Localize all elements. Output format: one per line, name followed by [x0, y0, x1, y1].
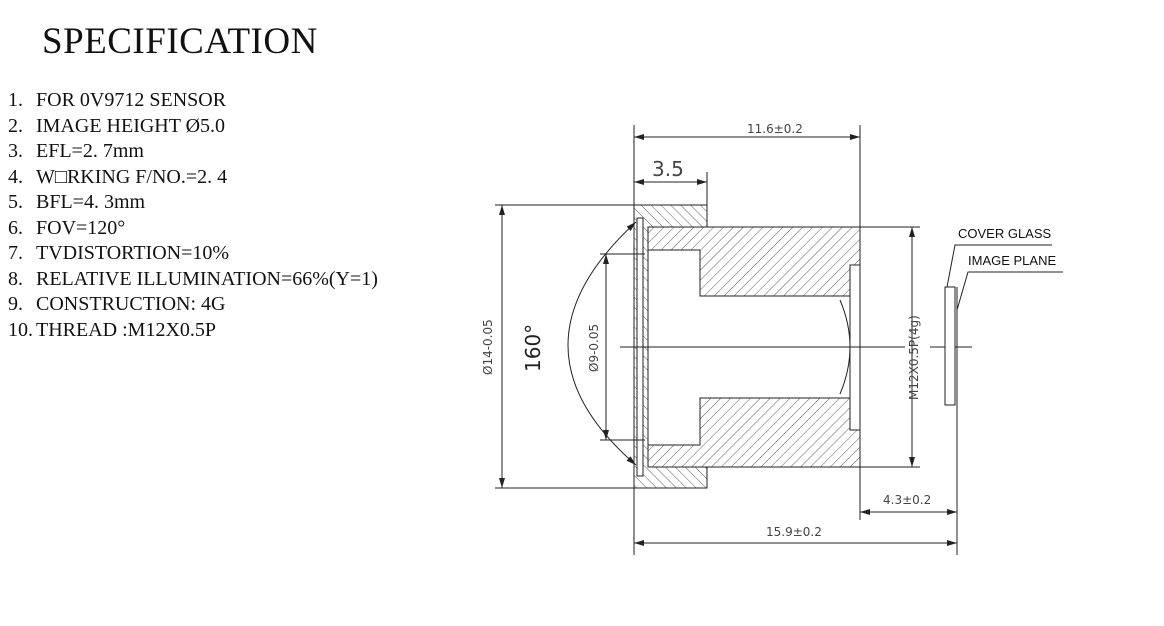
fov-arc	[567, 221, 637, 466]
spec-number: 7.	[8, 242, 23, 264]
spec-number: 1.	[8, 89, 23, 111]
spec-text: IMAGE HEIGHT Ø5.0	[36, 114, 226, 137]
spec-number: 8.	[8, 267, 23, 290]
spec-item: 2. IMAGE HEIGHT Ø5.0	[8, 114, 378, 140]
cover-glass	[944, 286, 956, 406]
dim-front-length: 11.6±0.2	[747, 122, 803, 136]
spec-number: 4.	[8, 165, 23, 188]
spec-number: 6.	[8, 216, 23, 239]
page-title: SPECIFICATION	[42, 21, 318, 62]
dim-flange: 3.5	[652, 157, 684, 181]
spec-text: TVDISTORTION=10%	[36, 242, 230, 264]
dim-bfl: 4.3±0.2	[883, 493, 931, 507]
dim-outer-diameter: Ø14-0.05	[481, 319, 495, 375]
spec-item: 8. RELATIVE ILLUMINATION=66%(Y=1)	[8, 267, 378, 293]
spec-text: FOV=120°	[36, 216, 126, 239]
spec-text: W□RKING F/NO.=2. 4	[36, 165, 228, 188]
spec-text: CONSTRUCTION: 4G	[36, 293, 226, 315]
spec-number: 9.	[8, 293, 23, 315]
label-image-plane: IMAGE PLANE	[968, 253, 1056, 268]
spec-item: 1. FOR 0V9712 SENSOR	[8, 88, 378, 114]
spec-item: 7. TVDISTORTION=10%	[8, 241, 378, 267]
spec-text: RELATIVE ILLUMINATION=66%(Y=1)	[36, 267, 378, 290]
spec-text: EFL=2. 7mm	[36, 140, 144, 162]
dim-inner-diameter: Ø9-0.05	[587, 324, 601, 372]
spec-item: 9. CONSTRUCTION: 4G	[8, 292, 378, 318]
lens-barrel	[647, 397, 861, 468]
label-cover-glass: COVER GLASS	[958, 226, 1052, 241]
spec-text: THREAD :M12X0.5P	[36, 318, 217, 341]
spec-number: 10.	[8, 318, 33, 341]
spec-item: 10.THREAD :M12X0.5P	[8, 318, 378, 344]
spec-item: 6. FOV=120°	[8, 216, 378, 242]
dim-total-length: 15.9±0.2	[766, 525, 822, 539]
spec-number: 2.	[8, 114, 23, 137]
spec-number: 3.	[8, 140, 23, 162]
dim-fov-angle: 160°	[521, 324, 545, 372]
spec-number: 5.	[8, 191, 23, 213]
dim-thread: M12X0.5P(4g)	[907, 315, 921, 400]
lens-barrel	[647, 226, 861, 297]
spec-list: 1.FOR 0V9712 SENSOR 2.IMAGE HEIGHT Ø5.0 …	[8, 88, 378, 343]
spec-item: 5. BFL=4. 3mm	[8, 190, 378, 216]
spec-item: 4. W□RKING F/NO.=2. 4	[8, 165, 378, 191]
spec-text: FOR 0V9712 SENSOR	[36, 89, 227, 111]
spec-text: BFL=4. 3mm	[36, 191, 146, 213]
spec-item: 3. EFL=2. 7mm	[8, 139, 378, 165]
